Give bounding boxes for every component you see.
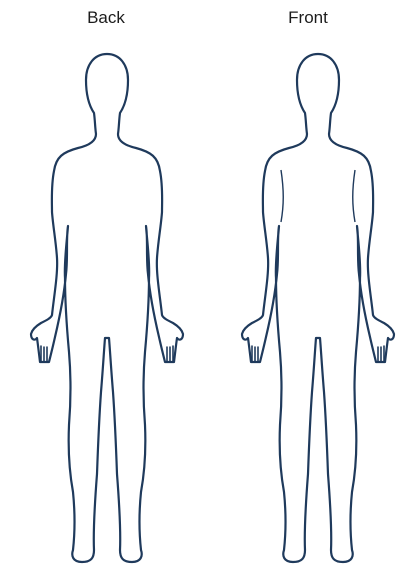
- back-figure: [31, 54, 183, 562]
- front-figure: [242, 54, 394, 562]
